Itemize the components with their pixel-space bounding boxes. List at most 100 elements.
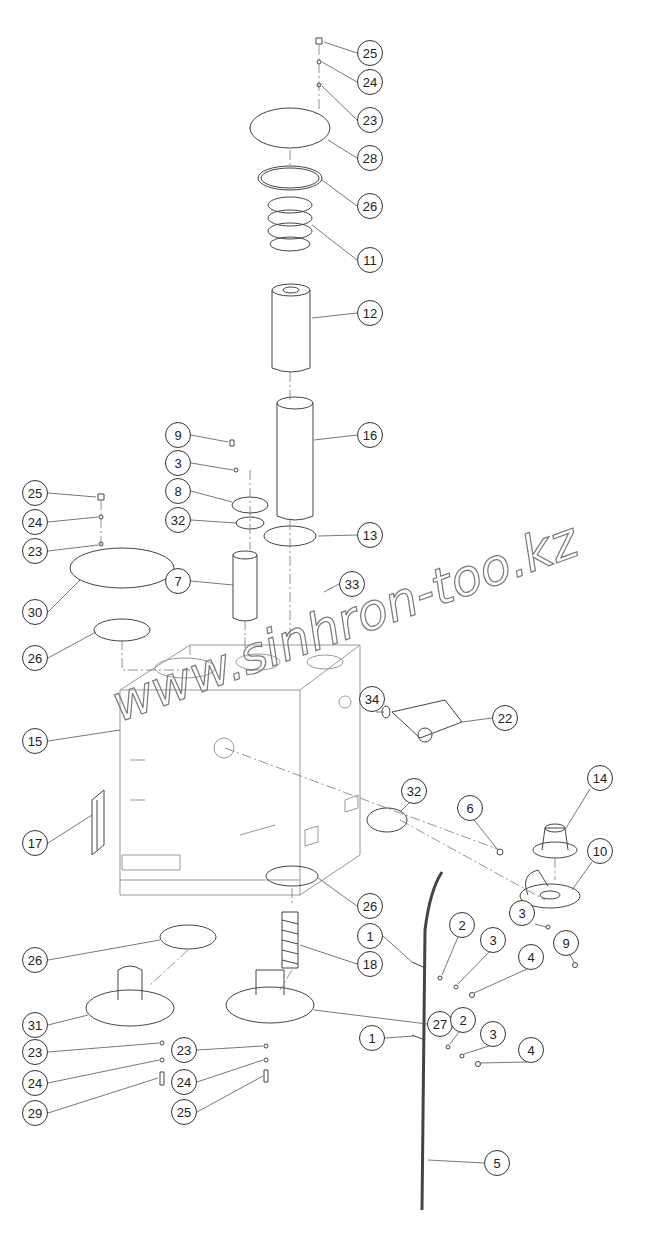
callout-number: 18 <box>363 958 377 971</box>
callout-circle: 26 <box>22 645 48 671</box>
callout-circle: 4 <box>518 944 544 970</box>
callout-circle: 25 <box>357 40 383 66</box>
centre-lines <box>101 45 555 990</box>
callout-number: 22 <box>498 712 512 725</box>
callout-number: 26 <box>363 900 377 913</box>
callout-circle: 31 <box>22 1012 48 1038</box>
callout-number: 24 <box>363 76 377 89</box>
callout-number: 30 <box>28 606 42 619</box>
callout-circle: 27 <box>427 1011 453 1037</box>
callout-circle: 26 <box>22 947 48 973</box>
callout-circle: 28 <box>357 145 383 171</box>
callout-number: 31 <box>28 1019 42 1032</box>
callout-number: 15 <box>28 735 42 748</box>
callout-number: 23 <box>28 1046 42 1059</box>
callout-number: 3 <box>174 457 181 470</box>
leader-lines <box>48 42 592 1163</box>
callout-circle: 22 <box>492 705 518 731</box>
callout-circle: 14 <box>587 765 613 791</box>
callout-circle: 3 <box>165 450 191 476</box>
callout-number: 28 <box>363 152 377 165</box>
callout-number: 9 <box>562 937 569 950</box>
callout-circle: 6 <box>457 795 483 821</box>
callout-circle: 30 <box>22 599 48 625</box>
callout-number: 3 <box>518 907 525 920</box>
callout-number: 26 <box>28 652 42 665</box>
callout-circle: 7 <box>165 568 191 594</box>
callout-number: 25 <box>363 47 377 60</box>
callout-circle: 15 <box>22 728 48 754</box>
callout-circle: 1 <box>359 1025 385 1051</box>
callout-circle: 2 <box>450 1007 476 1033</box>
callout-circle: 13 <box>357 522 383 548</box>
callout-number: 27 <box>433 1018 447 1031</box>
callout-number: 11 <box>363 254 377 267</box>
callout-number: 25 <box>28 487 42 500</box>
callout-circle: 23 <box>22 538 48 564</box>
callout-number: 2 <box>458 919 465 932</box>
callout-circle: 17 <box>22 830 48 856</box>
callout-circle: 24 <box>22 509 48 535</box>
callout-number: 14 <box>593 772 607 785</box>
callout-number: 24 <box>177 1076 191 1089</box>
callout-number: 26 <box>28 954 42 967</box>
callout-number: 7 <box>174 575 181 588</box>
callout-number: 4 <box>527 951 534 964</box>
callout-circle: 32 <box>165 507 191 533</box>
callout-circle: 3 <box>480 1021 506 1047</box>
callout-number: 13 <box>363 529 377 542</box>
callout-number: 5 <box>493 1157 500 1170</box>
callout-circle: 24 <box>171 1069 197 1095</box>
callout-number: 6 <box>466 802 473 815</box>
callout-circle: 25 <box>22 480 48 506</box>
callout-number: 1 <box>368 1032 375 1045</box>
callout-number: 23 <box>177 1044 191 1057</box>
callout-number: 12 <box>363 307 377 320</box>
callout-circle: 3 <box>480 927 506 953</box>
callout-circle: 12 <box>357 300 383 326</box>
callout-number: 2 <box>459 1014 466 1027</box>
callout-number: 23 <box>28 545 42 558</box>
callout-number: 24 <box>28 1077 42 1090</box>
callout-circle: 34 <box>359 686 385 712</box>
callout-circle: 25 <box>171 1099 197 1125</box>
callout-circle: 8 <box>165 478 191 504</box>
callout-circle: 18 <box>357 951 383 977</box>
callout-circle: 24 <box>357 69 383 95</box>
callout-number: 26 <box>363 200 377 213</box>
callout-circle: 23 <box>357 107 383 133</box>
callout-number: 34 <box>365 693 379 706</box>
callout-number: 17 <box>28 837 42 850</box>
callout-number: 3 <box>489 1028 496 1041</box>
callout-number: 23 <box>363 114 377 127</box>
callout-number: 10 <box>593 845 607 858</box>
callout-circle: 5 <box>484 1150 510 1176</box>
callout-number: 32 <box>171 514 185 527</box>
callout-circle: 9 <box>553 930 579 956</box>
callout-circle: 9 <box>165 422 191 448</box>
callout-circle: 16 <box>357 422 383 448</box>
callout-number: 3 <box>489 934 496 947</box>
callout-number: 25 <box>177 1106 191 1119</box>
callout-circle: 29 <box>22 1100 48 1126</box>
callout-circle: 3 <box>509 900 535 926</box>
callout-circle: 4 <box>518 1037 544 1063</box>
callout-circle: 11 <box>357 247 383 273</box>
callout-circle: 26 <box>357 893 383 919</box>
callout-circle: 1 <box>357 923 383 949</box>
callout-circle: 2 <box>449 912 475 938</box>
watermark: www.sinhron-too.kz <box>104 511 586 734</box>
callout-number: 24 <box>28 516 42 529</box>
callout-circle: 24 <box>22 1070 48 1096</box>
callout-number: 1 <box>366 930 373 943</box>
callout-number: 16 <box>363 429 377 442</box>
callout-circle: 23 <box>22 1039 48 1065</box>
callout-number: 32 <box>407 785 421 798</box>
callout-number: 4 <box>527 1044 534 1057</box>
callout-circle: 23 <box>171 1037 197 1063</box>
callout-number: 9 <box>174 429 181 442</box>
callout-number: 29 <box>28 1107 42 1120</box>
callout-circle: 26 <box>357 193 383 219</box>
callout-number: 8 <box>174 485 181 498</box>
callout-circle: 32 <box>401 778 427 804</box>
